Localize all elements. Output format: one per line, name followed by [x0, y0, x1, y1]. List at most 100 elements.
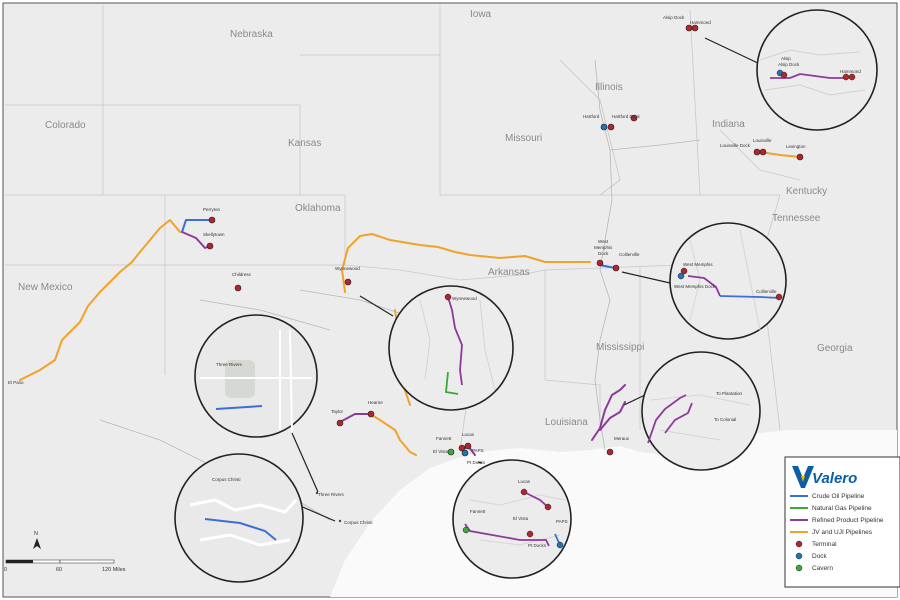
scale-tick-120: 120 Miles [102, 567, 126, 573]
callout-leaders [291, 37, 763, 522]
city-west-memphis-2: Memphis [594, 245, 613, 250]
terminal-marker [780, 71, 788, 79]
legend-item-cavern: Cavern [812, 565, 833, 572]
legend-item-refined: Refined Product Pipeline [812, 517, 884, 524]
scale-tick-0: 0 [4, 567, 7, 573]
city-labels: Alsip Dock Hammond Hartford Hartford Doc… [8, 15, 806, 525]
pipeline-refined-hearne [339, 413, 371, 423]
city-dot [338, 519, 342, 523]
city-lexington: Lexington [786, 144, 806, 149]
pipeline-refined-louisiana-1 [591, 384, 626, 441]
state-louisiana: Louisiana [545, 417, 588, 428]
state-iowa: Iowa [470, 9, 492, 20]
callout-label-west-memphis-dock: West Memphis Dock [674, 284, 716, 289]
city-hammond: Hammond [690, 20, 711, 25]
state-colorado: Colorado [45, 120, 86, 131]
city-taylor: Taylor [331, 409, 344, 414]
city-el-vista: El Vista [433, 449, 449, 454]
callout-label-paps: PAPS [556, 519, 568, 524]
callout-label-alsip: Alsip [781, 56, 791, 61]
terminal-marker [680, 267, 688, 275]
state-illinois: Illinois [595, 82, 623, 93]
terminal-marker [336, 419, 344, 427]
city-corpus-christi: Corpus Christi [344, 520, 373, 525]
callout-label-alsip-dock: Alsip Dock [778, 62, 800, 67]
city-louisville: Louisville [753, 138, 772, 143]
scale-bar: N 0 60 120 Miles [4, 531, 126, 573]
terminal-marker [520, 488, 528, 496]
terminal-marker [208, 216, 216, 224]
legend-item-gas: Natural Gas Pipeline [812, 505, 872, 512]
callout-corpus-christi: Corpus Christi [174, 453, 304, 583]
state-new-mexico: New Mexico [18, 282, 73, 293]
city-perryton: Perryton [203, 207, 221, 212]
terminal-marker [796, 153, 804, 161]
state-georgia: Georgia [817, 343, 853, 354]
state-arkansas: Arkansas [488, 267, 530, 278]
legend-brand: Valero [812, 470, 857, 487]
legend-item-jv: JV and UJI Pipelines [812, 529, 873, 536]
callout-louisiana: To Plantation To Colonial [641, 351, 761, 471]
city-three-rivers: Three Rivers [318, 492, 345, 497]
legend-item-terminal: Terminal [812, 541, 837, 548]
pipeline-jv-lexington [759, 151, 801, 158]
state-labels: Iowa Nebraska Illinois Colorado Kansas M… [18, 9, 853, 428]
pipeline-jv-el-paso [19, 219, 181, 381]
callout-label-hammond: Hammond [840, 69, 861, 74]
terminal-marker [612, 264, 620, 272]
city-lucas: Lucas [462, 432, 475, 437]
city-alsip-dock: Alsip Dock [663, 15, 685, 20]
legend: Valero Crude Oil Pipeline Natural Gas Pi… [784, 456, 900, 588]
callout-label-wynnewood: Wynnewood [452, 296, 477, 301]
callout-label-three-rivers: Three Rivers [216, 362, 243, 367]
city-dots [315, 491, 342, 523]
city-fannett: Fannett [436, 436, 452, 441]
terminal-marker [606, 448, 614, 456]
state-tennessee: Tennessee [772, 213, 821, 224]
city-collierville: Collierville [619, 252, 640, 257]
north-arrow-icon [33, 538, 41, 549]
terminal-marker [848, 73, 856, 81]
callout-label-lucas: Lucas [518, 479, 531, 484]
pipeline-jv-ardmore-memphis [341, 233, 591, 293]
city-hartford: Hartford [583, 114, 600, 119]
state-mississippi: Mississippi [596, 342, 644, 353]
callout-chicago: Alsip Alsip Dock Hammond [756, 9, 878, 131]
terminal-marker [607, 123, 615, 131]
valero-logo-icon [792, 466, 814, 488]
city-west-memphis: West [598, 239, 609, 244]
pipeline-crude-memphis [599, 264, 616, 269]
pipeline-refined-louisiana-2 [599, 401, 626, 431]
terminal-marker [691, 24, 699, 32]
city-hearne: Hearne [368, 400, 383, 405]
callout-label-to-colonial: To Colonial [714, 417, 736, 422]
legend-cavern-icon [795, 564, 803, 572]
terminal-marker [842, 73, 850, 81]
city-wynnewood: Wynnewood [335, 266, 360, 271]
city-paps: PAPS [472, 448, 484, 453]
city-skellytown: Skellytown [203, 232, 225, 237]
state-indiana: Indiana [712, 119, 745, 130]
pipeline-jv-hearne [369, 413, 417, 456]
state-nebraska: Nebraska [230, 29, 273, 40]
state-kansas: Kansas [288, 138, 321, 149]
city-pt-docks: Pt Docks [467, 460, 486, 465]
dock-marker [556, 541, 564, 549]
terminal-marker [367, 410, 375, 418]
terminal-marker [344, 278, 352, 286]
city-dot [315, 491, 319, 495]
callout-three-rivers: Three Rivers [194, 314, 318, 438]
callout-label-west-memphis: West Memphis [683, 262, 713, 267]
terminal-marker [206, 242, 214, 250]
terminal-marker [753, 148, 761, 156]
scale-tick-60: 60 [56, 567, 62, 573]
dock-marker [461, 449, 469, 457]
state-borders [5, 5, 801, 451]
terminal-marker [685, 24, 693, 32]
city-meraux: Meraux [614, 436, 630, 441]
city-louisville-dock: Louisville Dock [720, 143, 751, 148]
state-missouri: Missouri [505, 133, 542, 144]
dock-marker [600, 123, 608, 131]
callout-label-fannett: Fannett [470, 509, 486, 514]
